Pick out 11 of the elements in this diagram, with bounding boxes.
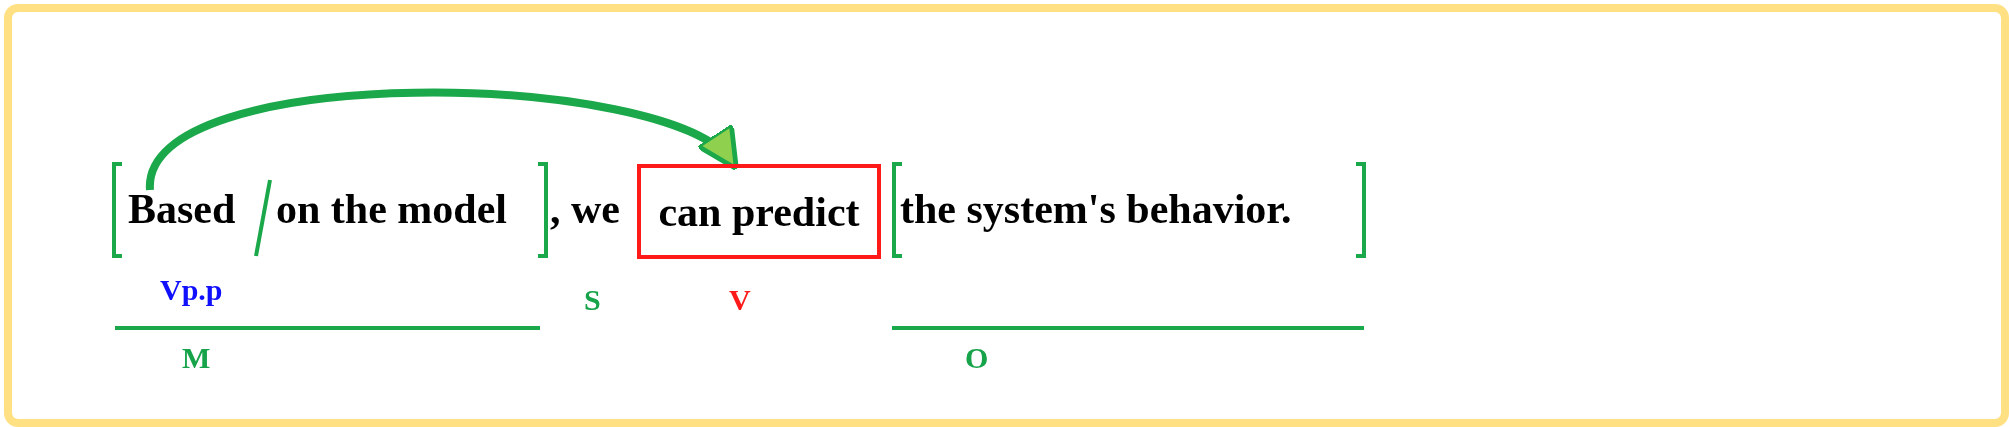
grammar-label: M	[182, 343, 211, 373]
sentence-text: the system's behavior.	[900, 188, 1292, 230]
grammar-label: V	[729, 285, 751, 315]
sentence-text: on the model	[276, 188, 507, 230]
curved-arrow	[146, 88, 741, 192]
boxed-phrase: can predict	[637, 164, 881, 259]
grammar-label: S	[584, 285, 601, 315]
sentence-text: , we	[550, 188, 620, 230]
grammar-label: Vp.p	[160, 275, 223, 305]
sentence-word: Based	[128, 188, 236, 230]
grammar-label: O	[965, 343, 989, 373]
